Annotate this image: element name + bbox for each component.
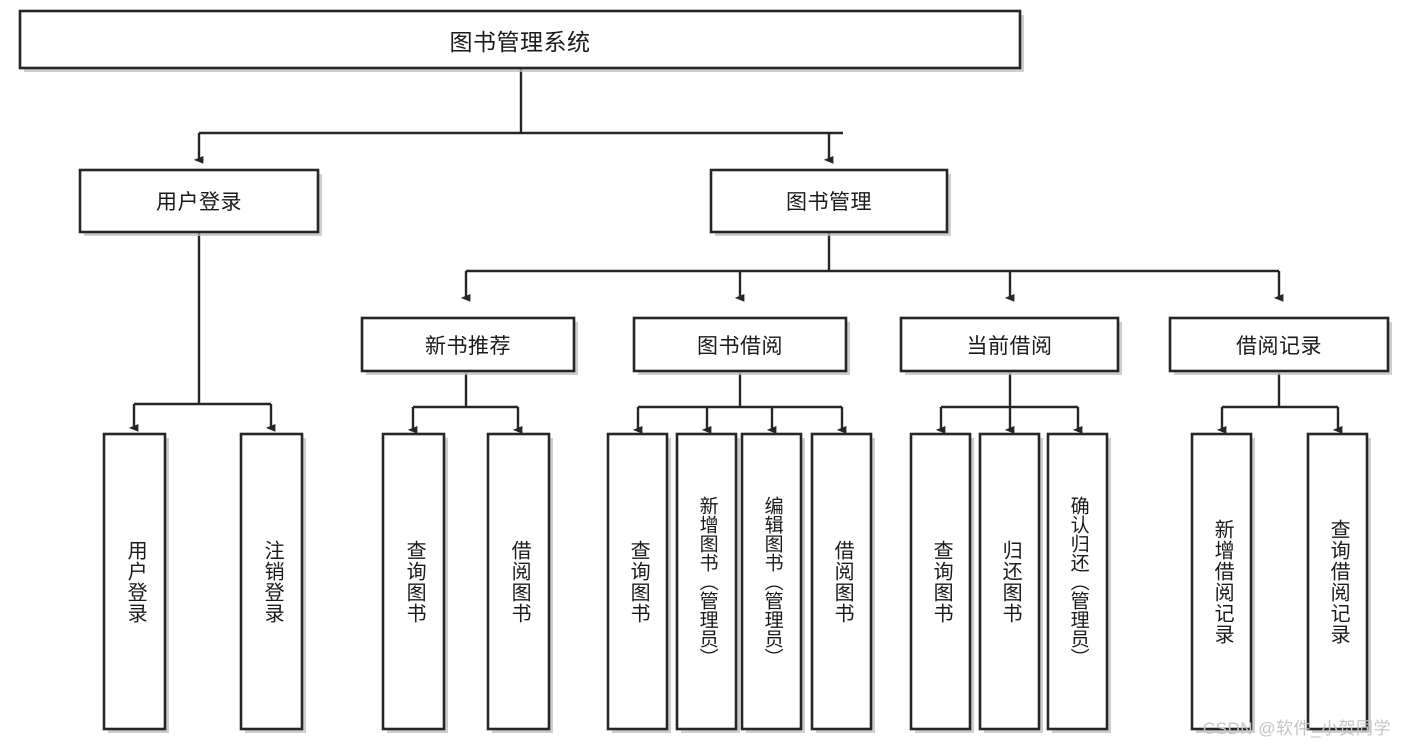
node-box-leaf-add-book[interactable] bbox=[675, 432, 740, 733]
connector-borrowrecord-to-leaves bbox=[1216, 373, 1343, 434]
node-box-leaf-borrow-book-2[interactable] bbox=[810, 432, 875, 733]
node-box-leaf-add-record[interactable] bbox=[1190, 432, 1255, 733]
node-box-current-borrow[interactable] bbox=[899, 316, 1122, 375]
node-box-book-borrow[interactable] bbox=[632, 316, 850, 375]
node-box-leaf-query-book-2[interactable] bbox=[606, 432, 671, 733]
connector-root-to-level1 bbox=[193, 68, 843, 164]
connector-currentborrow-to-leaves bbox=[935, 373, 1083, 434]
node-box-book-management[interactable] bbox=[709, 168, 951, 236]
node-box-leaf-return-book[interactable] bbox=[978, 432, 1043, 733]
node-box-leaf-query-record[interactable] bbox=[1306, 432, 1371, 733]
node-box-leaf-query-book-1[interactable] bbox=[381, 432, 448, 733]
connector-newbook-to-leaves bbox=[407, 373, 523, 434]
node-box-root[interactable] bbox=[18, 9, 1024, 72]
connector-bookmgmt-to-level2 bbox=[460, 232, 1284, 302]
node-box-leaf-query-book-3[interactable] bbox=[909, 432, 974, 733]
connector-userlogin-to-leaves bbox=[128, 232, 276, 432]
node-box-new-book-recommend[interactable] bbox=[360, 316, 578, 375]
node-box-leaf-borrow-book-1[interactable] bbox=[486, 432, 553, 733]
node-box-borrow-record[interactable] bbox=[1168, 316, 1392, 375]
node-box-leaf-confirm-return[interactable] bbox=[1046, 432, 1111, 733]
node-box-user-login[interactable] bbox=[78, 168, 322, 236]
node-box-leaf-user-login[interactable] bbox=[102, 432, 169, 733]
connector-bookborrow-to-leaves bbox=[632, 373, 847, 434]
node-box-leaf-edit-book[interactable] bbox=[740, 432, 805, 733]
node-box-leaf-user-logout[interactable] bbox=[239, 432, 306, 733]
